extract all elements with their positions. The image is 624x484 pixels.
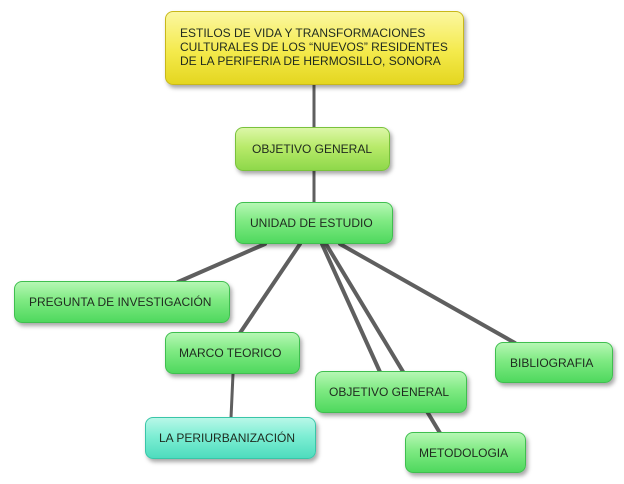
periurbanizacion-node[interactable]: LA PERIURBANIZACIÓN (145, 417, 316, 459)
objetivo-general-node-2[interactable]: OBJETIVO GENERAL (315, 371, 467, 413)
bibliografia-node[interactable]: BIBLIOGRAFIA (495, 342, 613, 383)
objetivo-general-node[interactable]: OBJETIVO GENERAL (235, 127, 390, 171)
pregunta-de-investigacion-node[interactable]: PREGUNTA DE INVESTIGACIÓN (14, 281, 230, 323)
metodologia-label: METODOLOGIA (419, 445, 509, 460)
marco-teorico-label: MARCO TEORICO (179, 346, 282, 360)
periurbanizacion-label: LA PERIURBANIZACIÓN (159, 431, 296, 445)
unidad-de-estudio-label: UNIDAD DE ESTUDIO (250, 216, 373, 230)
pregunta-de-investigacion-label: PREGUNTA DE INVESTIGACIÓN (29, 295, 212, 309)
objetivo-general-label-2: OBJETIVO GENERAL (329, 385, 450, 399)
link-marco-periurbanizacion (229, 372, 235, 420)
link-unidad-bibliografia (338, 242, 517, 345)
title-node[interactable]: ESTILOS DE VIDA Y TRANSFORMACIONES CULTU… (165, 11, 464, 85)
bibliografia-label: BIBLIOGRAFIA (510, 355, 594, 370)
link-unidad-objetivo2 (320, 242, 382, 374)
metodologia-node[interactable]: METODOLOGIA (405, 432, 526, 473)
unidad-de-estudio-node[interactable]: UNIDAD DE ESTUDIO (235, 202, 393, 244)
title-node-text: ESTILOS DE VIDA Y TRANSFORMACIONES CULTU… (180, 26, 448, 68)
objetivo-general-label: OBJETIVO GENERAL (252, 142, 373, 156)
link-unidad-pregunta (176, 242, 267, 284)
link-unidad-marco (238, 242, 302, 335)
marco-teorico-node[interactable]: MARCO TEORICO (165, 332, 300, 374)
